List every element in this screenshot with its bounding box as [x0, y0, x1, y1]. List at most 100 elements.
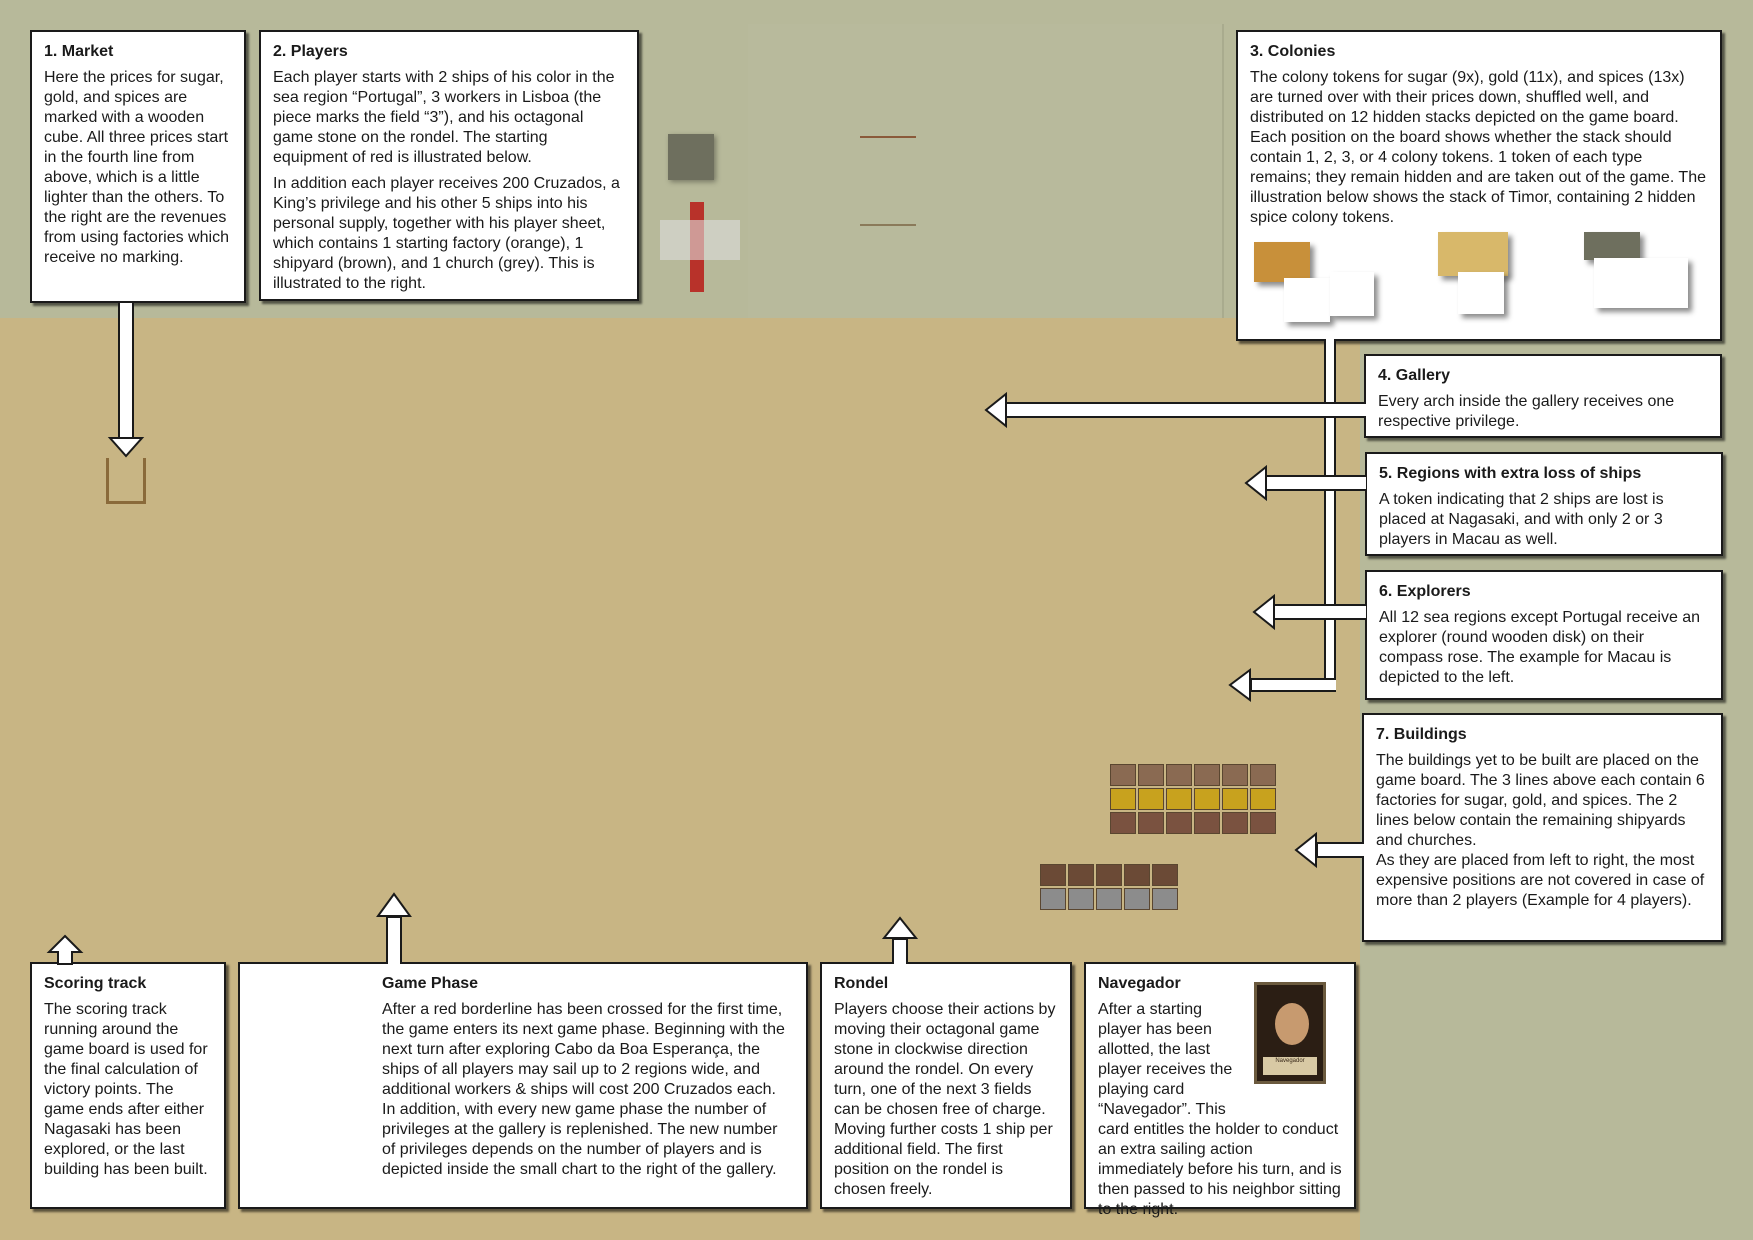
navegador-text: After a starting player has been allotte… — [1098, 1000, 1342, 1220]
colony-token-icon — [1254, 242, 1310, 282]
spice-factory-icon — [1222, 812, 1248, 834]
scoring-arrow — [46, 934, 84, 965]
market-arrow-head — [107, 437, 145, 458]
colony-token-icon — [1584, 232, 1640, 260]
buildings-title: 7. Buildings — [1376, 726, 1467, 743]
colonies-arrow-bottom — [1250, 678, 1336, 692]
gold-factory-icon — [1110, 788, 1136, 810]
phase-text-2: In addition, with every new game phase t… — [382, 1101, 778, 1178]
gold-factory-icon — [1222, 788, 1248, 810]
spice-factory-icon — [1166, 812, 1192, 834]
shipyard-icon — [1040, 864, 1066, 886]
colony-stack-gold — [1428, 232, 1528, 322]
gallery-title: 4. Gallery — [1378, 367, 1451, 384]
factory-grid — [1110, 764, 1276, 834]
explorers-arrow-head — [1252, 593, 1275, 631]
buildings-illustration — [1040, 754, 1300, 934]
market-box: 1. Market Here the prices for sugar, gol… — [30, 30, 246, 303]
explorers-box: 6. Explorers All 12 sea regions except P… — [1365, 570, 1723, 700]
colony-token-icon — [1330, 272, 1374, 316]
sugar-factory-icon — [1166, 764, 1192, 786]
navegador-text-content: After a starting player has been allotte… — [1098, 1001, 1342, 1218]
explorers-title: 6. Explorers — [1379, 583, 1471, 600]
rondel-box: Rondel Players choose their actions by m… — [820, 962, 1072, 1209]
players-title: 2. Players — [273, 43, 348, 60]
navegador-card-label: Navegador — [1263, 1057, 1317, 1075]
player-sheet-illustration — [660, 130, 740, 300]
market-arrow — [118, 301, 134, 441]
gallery-text: Every arch inside the gallery receives o… — [1378, 393, 1675, 430]
sugar-factory-icon — [1110, 764, 1136, 786]
spice-factory-icon — [1194, 812, 1220, 834]
church-icon — [1068, 888, 1094, 910]
market-title: 1. Market — [44, 43, 114, 60]
market-text: Here the prices for sugar, gold, and spi… — [44, 69, 229, 266]
regions-arrow — [1264, 475, 1366, 491]
colony-token-icon — [1594, 258, 1688, 308]
shipyard-icon — [1152, 864, 1178, 886]
buildings-text-2: As they are placed from left to right, t… — [1376, 852, 1705, 909]
sugar-factory-icon — [1138, 764, 1164, 786]
phase-text-1: After a red borderline has been crossed … — [382, 1001, 785, 1098]
spice-factory-icon — [1138, 812, 1164, 834]
gallery-arrow — [1004, 402, 1366, 418]
explorers-arrow — [1272, 604, 1366, 620]
colonies-arrow-head — [1228, 668, 1251, 702]
navegador-title: Navegador — [1098, 975, 1181, 992]
colony-token-icon — [1438, 232, 1508, 276]
shipyard-church-grid — [1040, 864, 1178, 910]
scoring-text: The scoring track running around the gam… — [44, 1001, 208, 1178]
colonies-title: 3. Colonies — [1250, 43, 1336, 60]
gold-factory-icon — [1194, 788, 1220, 810]
phase-arrow — [386, 916, 402, 964]
colony-token-icon — [1458, 272, 1504, 314]
rondel-arrow-head — [881, 916, 919, 939]
regions-arrow-head — [1244, 464, 1267, 502]
church-icon — [1040, 888, 1066, 910]
phase-title: Game Phase — [382, 975, 479, 992]
regions-text: A token indicating that 2 ships are lost… — [1379, 491, 1664, 548]
navegador-face-icon — [1275, 1003, 1309, 1045]
scoring-title: Scoring track — [44, 975, 147, 992]
gallery-box: 4. Gallery Every arch inside the gallery… — [1364, 354, 1722, 438]
shipyard-icon — [1124, 864, 1150, 886]
buildings-text-1: The buildings yet to be built are placed… — [1376, 752, 1705, 849]
sugar-factory-icon — [1194, 764, 1220, 786]
gold-factory-icon — [1166, 788, 1192, 810]
market-track-marker — [106, 458, 146, 504]
shipyard-icon — [1068, 864, 1094, 886]
navegador-card-portrait: Navegador — [1254, 982, 1326, 1084]
players-box: 2. Players Each player starts with 2 shi… — [259, 30, 639, 301]
game-board-preview — [748, 24, 1224, 318]
board-line — [860, 136, 916, 138]
sugar-factory-icon — [1250, 764, 1276, 786]
church-icon — [1124, 888, 1150, 910]
rondel-arrow — [892, 938, 908, 964]
church-icon — [1096, 888, 1122, 910]
buildings-box: 7. Buildings The buildings yet to be bui… — [1362, 713, 1723, 942]
buildings-arrow — [1316, 842, 1364, 858]
navegador-box: Navegador After a starting player has be… — [1084, 962, 1356, 1218]
rondel-title: Rondel — [834, 975, 889, 992]
sugar-factory-icon — [1222, 764, 1248, 786]
phase-arrow-head — [376, 892, 412, 917]
scoring-box: Scoring track The scoring track running … — [30, 962, 226, 1209]
rondel-text: Players choose their actions by moving t… — [834, 1001, 1056, 1198]
colonies-arrow — [1324, 339, 1336, 689]
spice-factory-icon — [1110, 812, 1136, 834]
phase-box: Game Phase After a red borderline has be… — [238, 962, 808, 1209]
church-icon — [1152, 888, 1178, 910]
regions-title: 5. Regions with extra loss of ships — [1379, 465, 1642, 482]
player-sheet-icon — [660, 220, 740, 260]
players-text-1: Each player starts with 2 ships of his c… — [273, 69, 615, 166]
gold-factory-icon — [1250, 788, 1276, 810]
colony-stack-timor — [1584, 232, 1694, 322]
colonies-text: The colony tokens for sugar (9x), gold (… — [1250, 69, 1706, 226]
players-text-2: In addition each player receives 200 Cru… — [273, 175, 620, 292]
gold-factory-icon — [1138, 788, 1164, 810]
buildings-arrow-head — [1294, 831, 1317, 869]
colonies-box: 3. Colonies The colony tokens for sugar … — [1236, 30, 1722, 341]
board-line — [860, 224, 916, 226]
shipyard-icon — [1096, 864, 1122, 886]
game-stone-icon — [668, 134, 714, 180]
